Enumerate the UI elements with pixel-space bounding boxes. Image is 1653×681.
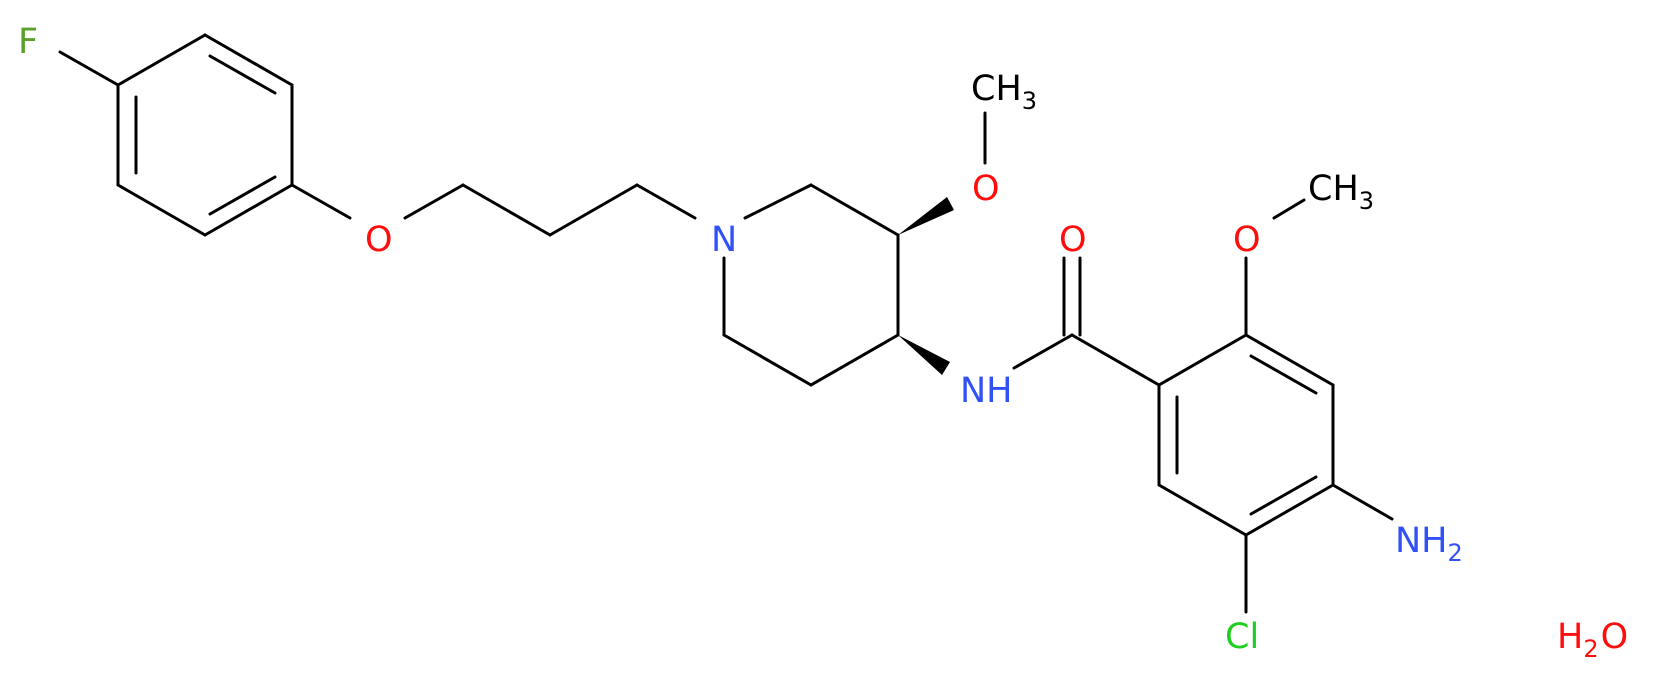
- propyl-chain: [403, 183, 697, 237]
- bond-c-f: [58, 50, 120, 87]
- double-bond-inner: [1249, 475, 1318, 516]
- subscript: 2: [1583, 635, 1598, 663]
- bond: [635, 183, 697, 220]
- bond: [722, 333, 813, 387]
- ether-oxygen-label: O: [365, 220, 393, 260]
- methoxy-oxygen-label: O: [972, 169, 1000, 209]
- bond: [548, 183, 639, 237]
- bond: [1157, 483, 1248, 537]
- subscript: 2: [1448, 539, 1463, 567]
- bond-o-ch3: [1272, 198, 1306, 220]
- benzamide-ring: [1157, 333, 1335, 537]
- bond-c-aryl: [1070, 333, 1161, 387]
- fluorine-label: F: [18, 22, 38, 62]
- fluorophenyl-ring: [116, 33, 294, 237]
- bond: [403, 183, 465, 220]
- bond: [743, 183, 813, 220]
- carbonyl-oxygen-label: O: [1059, 220, 1087, 260]
- bond: [116, 183, 207, 237]
- bond: [1244, 333, 1335, 387]
- piperidine-nitrogen-label: N: [711, 220, 737, 260]
- bond-aryl-nh2: [1331, 483, 1394, 521]
- amine-label: NH2: [1395, 521, 1463, 567]
- water-label: H2O: [1557, 617, 1628, 663]
- bond: [1157, 333, 1248, 387]
- wedge-bond-amide: [898, 335, 950, 375]
- double-bond-inner: [208, 54, 277, 95]
- chlorine-label: Cl: [1225, 617, 1259, 657]
- subscript: 3: [1022, 87, 1037, 115]
- double-bond-inner: [1249, 354, 1318, 395]
- bond-c-o: [290, 183, 352, 220]
- bond: [809, 333, 900, 387]
- bond: [1244, 483, 1335, 537]
- bond: [203, 183, 294, 237]
- bond: [809, 183, 900, 237]
- double-bond-inner: [208, 175, 277, 216]
- wedge-bond-methoxy: [898, 197, 954, 235]
- aryl-methoxy-methyl-label: CH3: [1308, 169, 1374, 215]
- bond-n-c: [1012, 333, 1074, 370]
- methoxy-methyl-label: CH3: [971, 69, 1037, 115]
- aryl-methoxy-oxygen-label: O: [1233, 220, 1261, 260]
- bond: [461, 183, 552, 237]
- subscript: 3: [1359, 187, 1374, 215]
- bond: [116, 33, 207, 87]
- bond: [203, 33, 294, 87]
- amide-nitrogen-label: NH: [960, 371, 1013, 411]
- piperidine-ring: [722, 183, 900, 387]
